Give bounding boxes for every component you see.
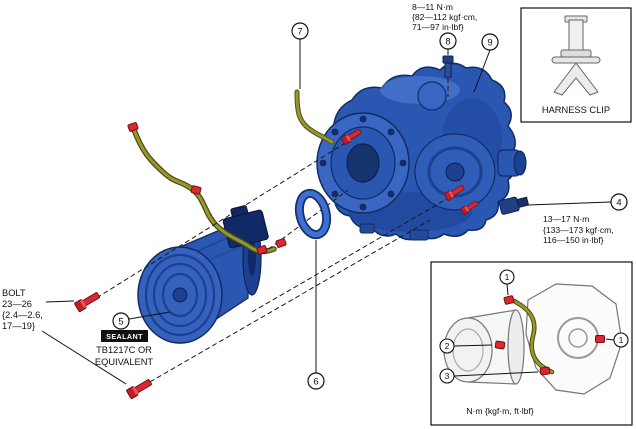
harness-clip [190, 184, 202, 196]
wiring-harness [130, 124, 277, 255]
flange-bolt-holes [319, 115, 407, 211]
svg-text:EQUIVALENT: EQUIVALENT [95, 357, 154, 367]
svg-text:SEALANT: SEALANT [106, 332, 143, 341]
svg-text:{133—173 kgf·cm,: {133—173 kgf·cm, [543, 225, 614, 235]
torque-spec-right: 13—17 N·m {133—173 kgf·cm, 116—150 in·lb… [543, 214, 614, 245]
torque-spec-top: 8—11 N·m {82—112 kgf·cm, 71—97 in·lbf} [412, 2, 477, 32]
svg-text:BOLT: BOLT [2, 288, 26, 298]
svg-text:TB1217C OR: TB1217C OR [96, 345, 152, 355]
callout-6: 6 [307, 240, 325, 390]
svg-text:116—150 in·lbf}: 116—150 in·lbf} [543, 235, 604, 245]
svg-text:2: 2 [445, 341, 450, 351]
harness-clip [275, 237, 287, 249]
transfer-case-housing [316, 62, 527, 241]
inset-callout-3: 3 [439, 368, 539, 384]
harness-clip [494, 340, 506, 350]
housing-foot [409, 229, 429, 241]
inset-box: 1 2 3 1 N·m {kgf·m, ft·lbf} [430, 261, 633, 426]
harness-clip [539, 366, 551, 376]
bolt [73, 290, 102, 313]
callout-7: 7 [291, 22, 309, 89]
motor-rib-ring [152, 262, 208, 328]
inset-callout-2: 2 [439, 338, 493, 354]
svg-text:23—26: 23—26 [2, 299, 32, 309]
motor-rib-ring [161, 272, 199, 318]
svg-text:71—97 in·lbf}: 71—97 in·lbf} [412, 22, 464, 32]
svg-text:HARNESS CLIP: HARNESS CLIP [542, 105, 610, 115]
bolt [595, 335, 605, 343]
svg-text:{2.4—2.6,: {2.4—2.6, [2, 310, 43, 320]
rear-boss-hub [445, 162, 465, 182]
svg-text:5: 5 [118, 317, 123, 328]
sealant-callout: SEALANT TB1217C OR EQUIVALENT [95, 330, 154, 367]
svg-text:6: 6 [313, 377, 318, 388]
breather-pipe [294, 89, 335, 145]
svg-text:8: 8 [445, 37, 450, 48]
svg-text:4: 4 [616, 198, 621, 209]
callout-4: 4 [527, 193, 628, 211]
housing-foot [359, 223, 375, 234]
svg-text:17—19}: 17—19} [2, 321, 35, 331]
housing-top-boss [417, 81, 447, 111]
callout-5: 5 [112, 311, 171, 330]
inset-callout-1-top: 1 [499, 269, 515, 296]
svg-text:{82—112 kgf·cm,: {82—112 kgf·cm, [412, 12, 477, 22]
motor-hub-cap [172, 287, 188, 303]
motor-rib-ring [144, 253, 216, 337]
svg-text:13—17 N·m: 13—17 N·m [543, 214, 589, 224]
sensor-connector [498, 196, 530, 215]
harness-clip-box: HARNESS CLIP [520, 7, 632, 123]
svg-text:9: 9 [487, 38, 492, 49]
svg-text:3: 3 [445, 371, 450, 381]
callout-8: 8 [439, 32, 457, 55]
sealant-badge [101, 330, 148, 342]
output-stub-end [513, 150, 527, 176]
o-ring [294, 188, 332, 240]
svg-text:1: 1 [505, 272, 510, 282]
inset-callout-1-right: 1 [605, 332, 629, 348]
mating-bore [346, 143, 380, 183]
harness-clip-illustration [551, 15, 601, 96]
bolt [125, 377, 154, 400]
svg-text:7: 7 [297, 27, 302, 38]
rear-boss-ring [427, 146, 483, 198]
inset-line-art [443, 283, 623, 395]
callout-9: 9 [473, 33, 499, 93]
inset-units-note: N·m {kgf·m, ft·lbf} [466, 406, 533, 416]
top-bolt [442, 55, 454, 78]
bolt-spec-label: BOLT 23—26 {2.4—2.6, 17—19} [2, 288, 127, 385]
coupling-assembly [137, 205, 269, 345]
svg-text:1: 1 [619, 335, 624, 345]
svg-text:8—11 N·m: 8—11 N·m [412, 2, 453, 12]
